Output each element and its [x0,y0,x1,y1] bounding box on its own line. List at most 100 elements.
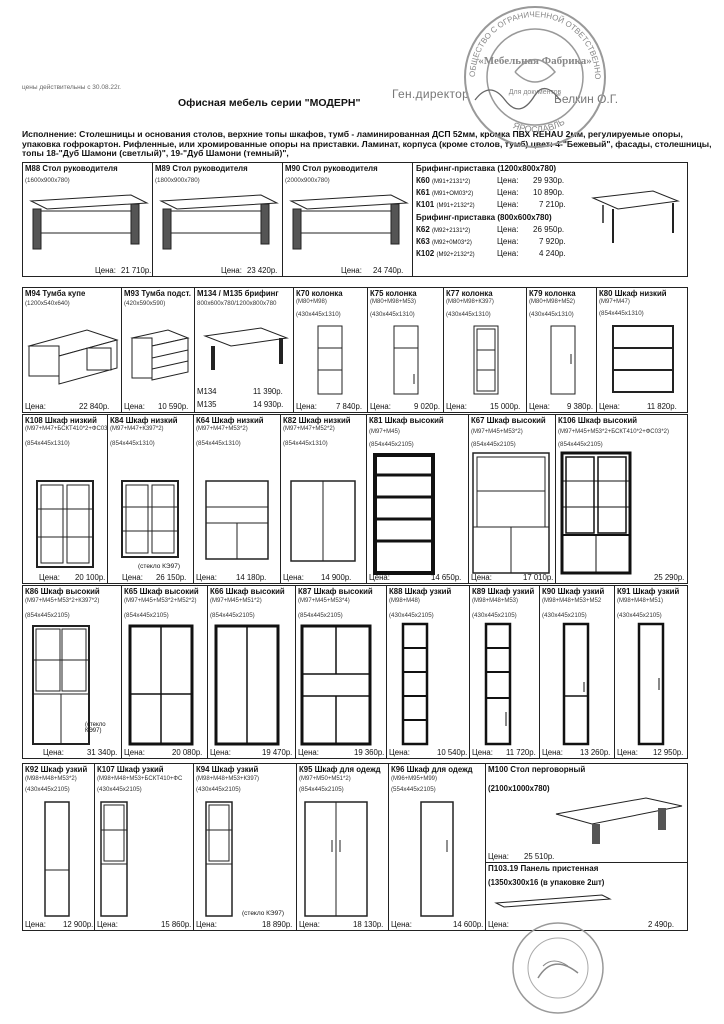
low-shelf-illustration-icon [612,325,674,393]
price-label: Цена: [497,225,519,234]
product-card-k90: К90 Шкаф узкий (М98+М48+М53+М52 (430х445… [539,585,615,759]
product-card-k96: К96 Шкаф для одежд (М96+М95+М99) (554х44… [388,763,486,931]
product-spec: (М80+М98+М52) [529,299,576,305]
narrow-shelf-illustration-icon [484,622,512,746]
price-row: Цена: 14 600р. [391,920,485,929]
product-spec: (М97+М45+М53*2+М52*2) [124,598,197,604]
price-row: Цена: 7 840р. [296,402,367,411]
product-card-k80: К80 Шкаф низкий (М97+М47) (854х445х1310)… [596,287,688,413]
product-name: К86 Шкаф высокий [25,587,100,596]
glass-cabinet-illustration-icon [121,480,179,558]
briefing-item: К63 (М92+0М03*2) [416,237,472,246]
product-spec: (М98+М48+М53+М52 [542,598,602,604]
product-dims: (854х445х1310) [599,310,644,317]
price-row: Цена: 18 130р. [299,920,388,929]
briefing-table-illustration-icon [203,327,289,370]
price-label: Цена: [497,249,519,258]
product-card-k82: К82 Шкаф низкий (М97+М47+М52*2) (854х445… [280,414,367,584]
product-card-k95: К95 Шкаф для одежд (М97+М50+М51*2) (854х… [296,763,389,931]
price-value: 25 290р. [654,573,685,582]
product-name: К92 Шкаф узкий [25,765,88,774]
price-label: Цена: [497,176,519,185]
product-name: М94 Тумба купе [25,289,86,298]
narrow-glass-cabinet-illustration-icon [100,801,128,917]
product-dims: (430х445х2105) [542,612,587,619]
price-label: Цена: [488,920,509,929]
product-name: К79 колонка [529,289,576,298]
price-row: Цена: 15 860р. [97,920,193,929]
price-row: Цена: 17 010р. [471,573,555,582]
price-label: Цена: [497,188,519,197]
product-spec: (М97+М45+М53*2+БСКТ410*2+ФС03*2) [558,429,669,435]
product-name: М90 Стол руководителя [285,164,378,173]
price-row: Цена: 14 900р. [283,573,366,582]
price-row: Цена: 20 100р. [25,573,107,582]
product-card-k107: К107 Шкаф узкий (М98+М48+М53+БСКТ410+ФС … [94,763,194,931]
product-name: К96 Шкаф для одежд [391,765,473,774]
product-dims: (854х445х2105) [558,441,603,448]
price-value: 14 900р. [321,573,352,582]
desk-illustration-icon [29,194,149,250]
product-name: М88 Стол руководителя [25,164,118,173]
price-value: 24 740р. [373,266,404,275]
product-card-k81: К81 Шкаф высокий (М97+М45) (854х445х2105… [366,414,469,584]
product-name: К84 Шкаф низкий [110,416,178,425]
price-row: Цена: 22 840р. [25,402,121,411]
cabinet-illustration-icon [27,329,119,385]
price-label: Цена: [296,402,317,411]
product-dims: (854х445х1310) [283,440,328,447]
price-value: 19 470р. [262,748,293,757]
tall-cabinet-illustration-icon [472,452,550,574]
price-row: Цена: 9 020р. [370,402,443,411]
price-label: Цена: [341,266,362,275]
product-dims: (2000х900х780) [285,177,330,184]
price-row: Цена: 15 000р. [446,402,526,411]
briefing-title-1: Брифинг-приставка (1200х800х780) [416,164,557,173]
tall-glass-cabinet-illustration-icon [32,625,90,745]
product-name: К95 Шкаф для одежд [299,765,381,774]
price-value: 25 510р. [524,852,555,861]
price-value: 11 720р. [506,748,536,757]
product-dims: (430х445х2105) [196,786,241,793]
price-value: 26 950р. [533,225,565,234]
glass-cabinet-illustration-icon [36,480,94,568]
price-label: Цена: [95,266,116,275]
product-name: К87 Шкаф высокий [298,587,373,596]
tall-shelf-illustration-icon [373,453,435,575]
shelf-column-illustration-icon [393,325,419,395]
price-row: Цена: 14 650р. [369,573,468,582]
product-card-k86: К86 Шкаф высокий (М97+М45+М53*2+К397*2) … [22,585,122,759]
price-label: Цена: [472,748,493,757]
price-row: Цена: 23 420р. [155,266,280,275]
product-dims: (1600х900х780) [25,177,70,184]
price-value: 26 150р. [156,573,187,582]
tall-cabinet-illustration-icon [300,624,372,746]
product-dims: (430х445х2105) [617,612,662,619]
product-dims: (854х445х2105) [124,612,169,619]
product-spec: (М98+М48+М53*2) [25,776,77,782]
product-name: К94 Шкаф узкий [196,765,259,774]
low-cabinet-illustration-icon [205,480,269,560]
wall-panel-illustration-icon [494,894,612,908]
product-spec: (М80+М98+М53) [370,299,417,305]
product-spec: (М98+М48) [389,598,420,604]
price-row: Цена: 26 150р. [110,573,193,582]
product-dims: (854х445х2105) [369,441,414,448]
product-spec: (М98+М48+М53+БСКТ410+ФС [97,776,183,782]
desk-illustration-icon [159,194,279,250]
price-label: Цена: [210,748,231,757]
product-card-m88: М88 Стол руководителя (1600х900х780) Цен… [22,162,153,277]
price-value: 12 900р. [63,920,94,929]
product-card-k106: К106 Шкаф высокий (М97+М45+М53*2+БСКТ410… [555,414,688,584]
product-dims: (2100х1000х780) [488,784,550,793]
price-label: Цена: [43,748,64,757]
price-row: Цена: 25 510р. [488,852,687,861]
product-dims: (854х445х1310) [110,440,155,447]
price-label: Цена: [542,748,563,757]
product-dims: (430х445х1310) [370,311,415,318]
product-spec: (М97+М45) [369,429,400,435]
product-card-m93: М93 Тумба подст. (420х590х590) Цена: 10 … [121,287,195,413]
price-label: Цена: [25,920,46,929]
price-label: Цена: [298,748,319,757]
wardrobe-illustration-icon [420,801,454,917]
